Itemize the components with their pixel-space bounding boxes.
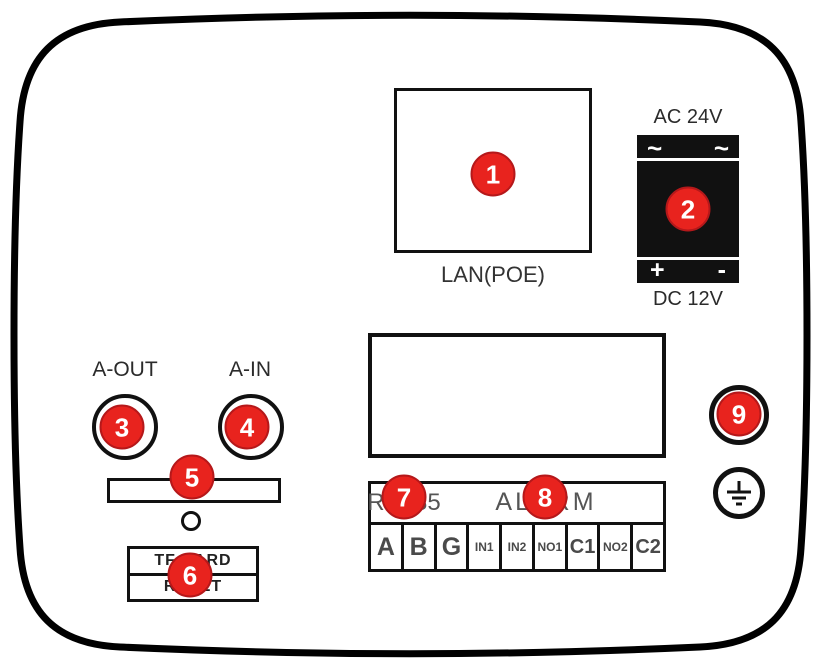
ground-icon xyxy=(727,481,751,506)
callout-2: 2 xyxy=(665,186,711,232)
callout-5-number: 5 xyxy=(184,462,200,492)
dc-12v-label: DC 12V xyxy=(652,288,724,310)
lan-port xyxy=(394,88,592,253)
terminal-cell-a: A xyxy=(368,522,404,572)
terminal-cell-no2: NO2 xyxy=(597,522,634,572)
audio-in-label: A-IN xyxy=(229,358,271,381)
callout-6: 6 xyxy=(167,552,213,598)
callout-9: 9 xyxy=(716,391,762,437)
terminal-cell-no1: NO1 xyxy=(531,522,568,572)
ground-terminal xyxy=(713,467,765,519)
ac-24v-label: AC 24V xyxy=(653,106,723,128)
terminal-cell-g: G xyxy=(433,522,470,572)
ac-tilde-right: ~ xyxy=(713,133,729,163)
dc-plus-sign: + xyxy=(650,256,665,284)
callout-1: 1 xyxy=(470,151,516,197)
terminal-cell-in2: IN2 xyxy=(499,522,535,572)
callout-8: 8 xyxy=(522,474,568,520)
terminal-cell-in1: IN1 xyxy=(466,522,503,572)
terminal-block: A B G IN1 IN2 NO1 C1 NO2 C2 xyxy=(368,522,667,572)
callout-1-number: 1 xyxy=(485,159,501,189)
terminal-cell-b: B xyxy=(400,522,437,572)
callout-7: 7 xyxy=(381,474,427,520)
terminal-cell-c1: C1 xyxy=(564,522,601,572)
callout-8-number: 8 xyxy=(537,482,553,512)
callout-5: 5 xyxy=(169,454,215,500)
callout-9-number: 9 xyxy=(731,399,747,429)
callout-6-number: 6 xyxy=(182,560,198,590)
reset-button-hole xyxy=(181,511,201,531)
callout-2-number: 2 xyxy=(680,194,696,224)
callout-7-number: 7 xyxy=(396,482,412,512)
dc-minus-sign: - xyxy=(717,256,726,284)
callout-4: 4 xyxy=(224,404,270,450)
callout-3-number: 3 xyxy=(114,412,130,442)
terminal-header xyxy=(368,481,666,525)
audio-out-label: A-OUT xyxy=(92,358,158,381)
lan-port-label: LAN(POE) xyxy=(441,262,545,287)
terminal-cover-box xyxy=(368,333,666,458)
ac-tilde-left: ~ xyxy=(647,133,663,163)
callout-3: 3 xyxy=(99,404,145,450)
terminal-cell-c2: C2 xyxy=(630,522,667,572)
callout-4-number: 4 xyxy=(239,412,255,442)
ac-terminal-bar: ~ ~ xyxy=(637,133,739,163)
dc-terminal-bar: + - xyxy=(637,256,739,284)
